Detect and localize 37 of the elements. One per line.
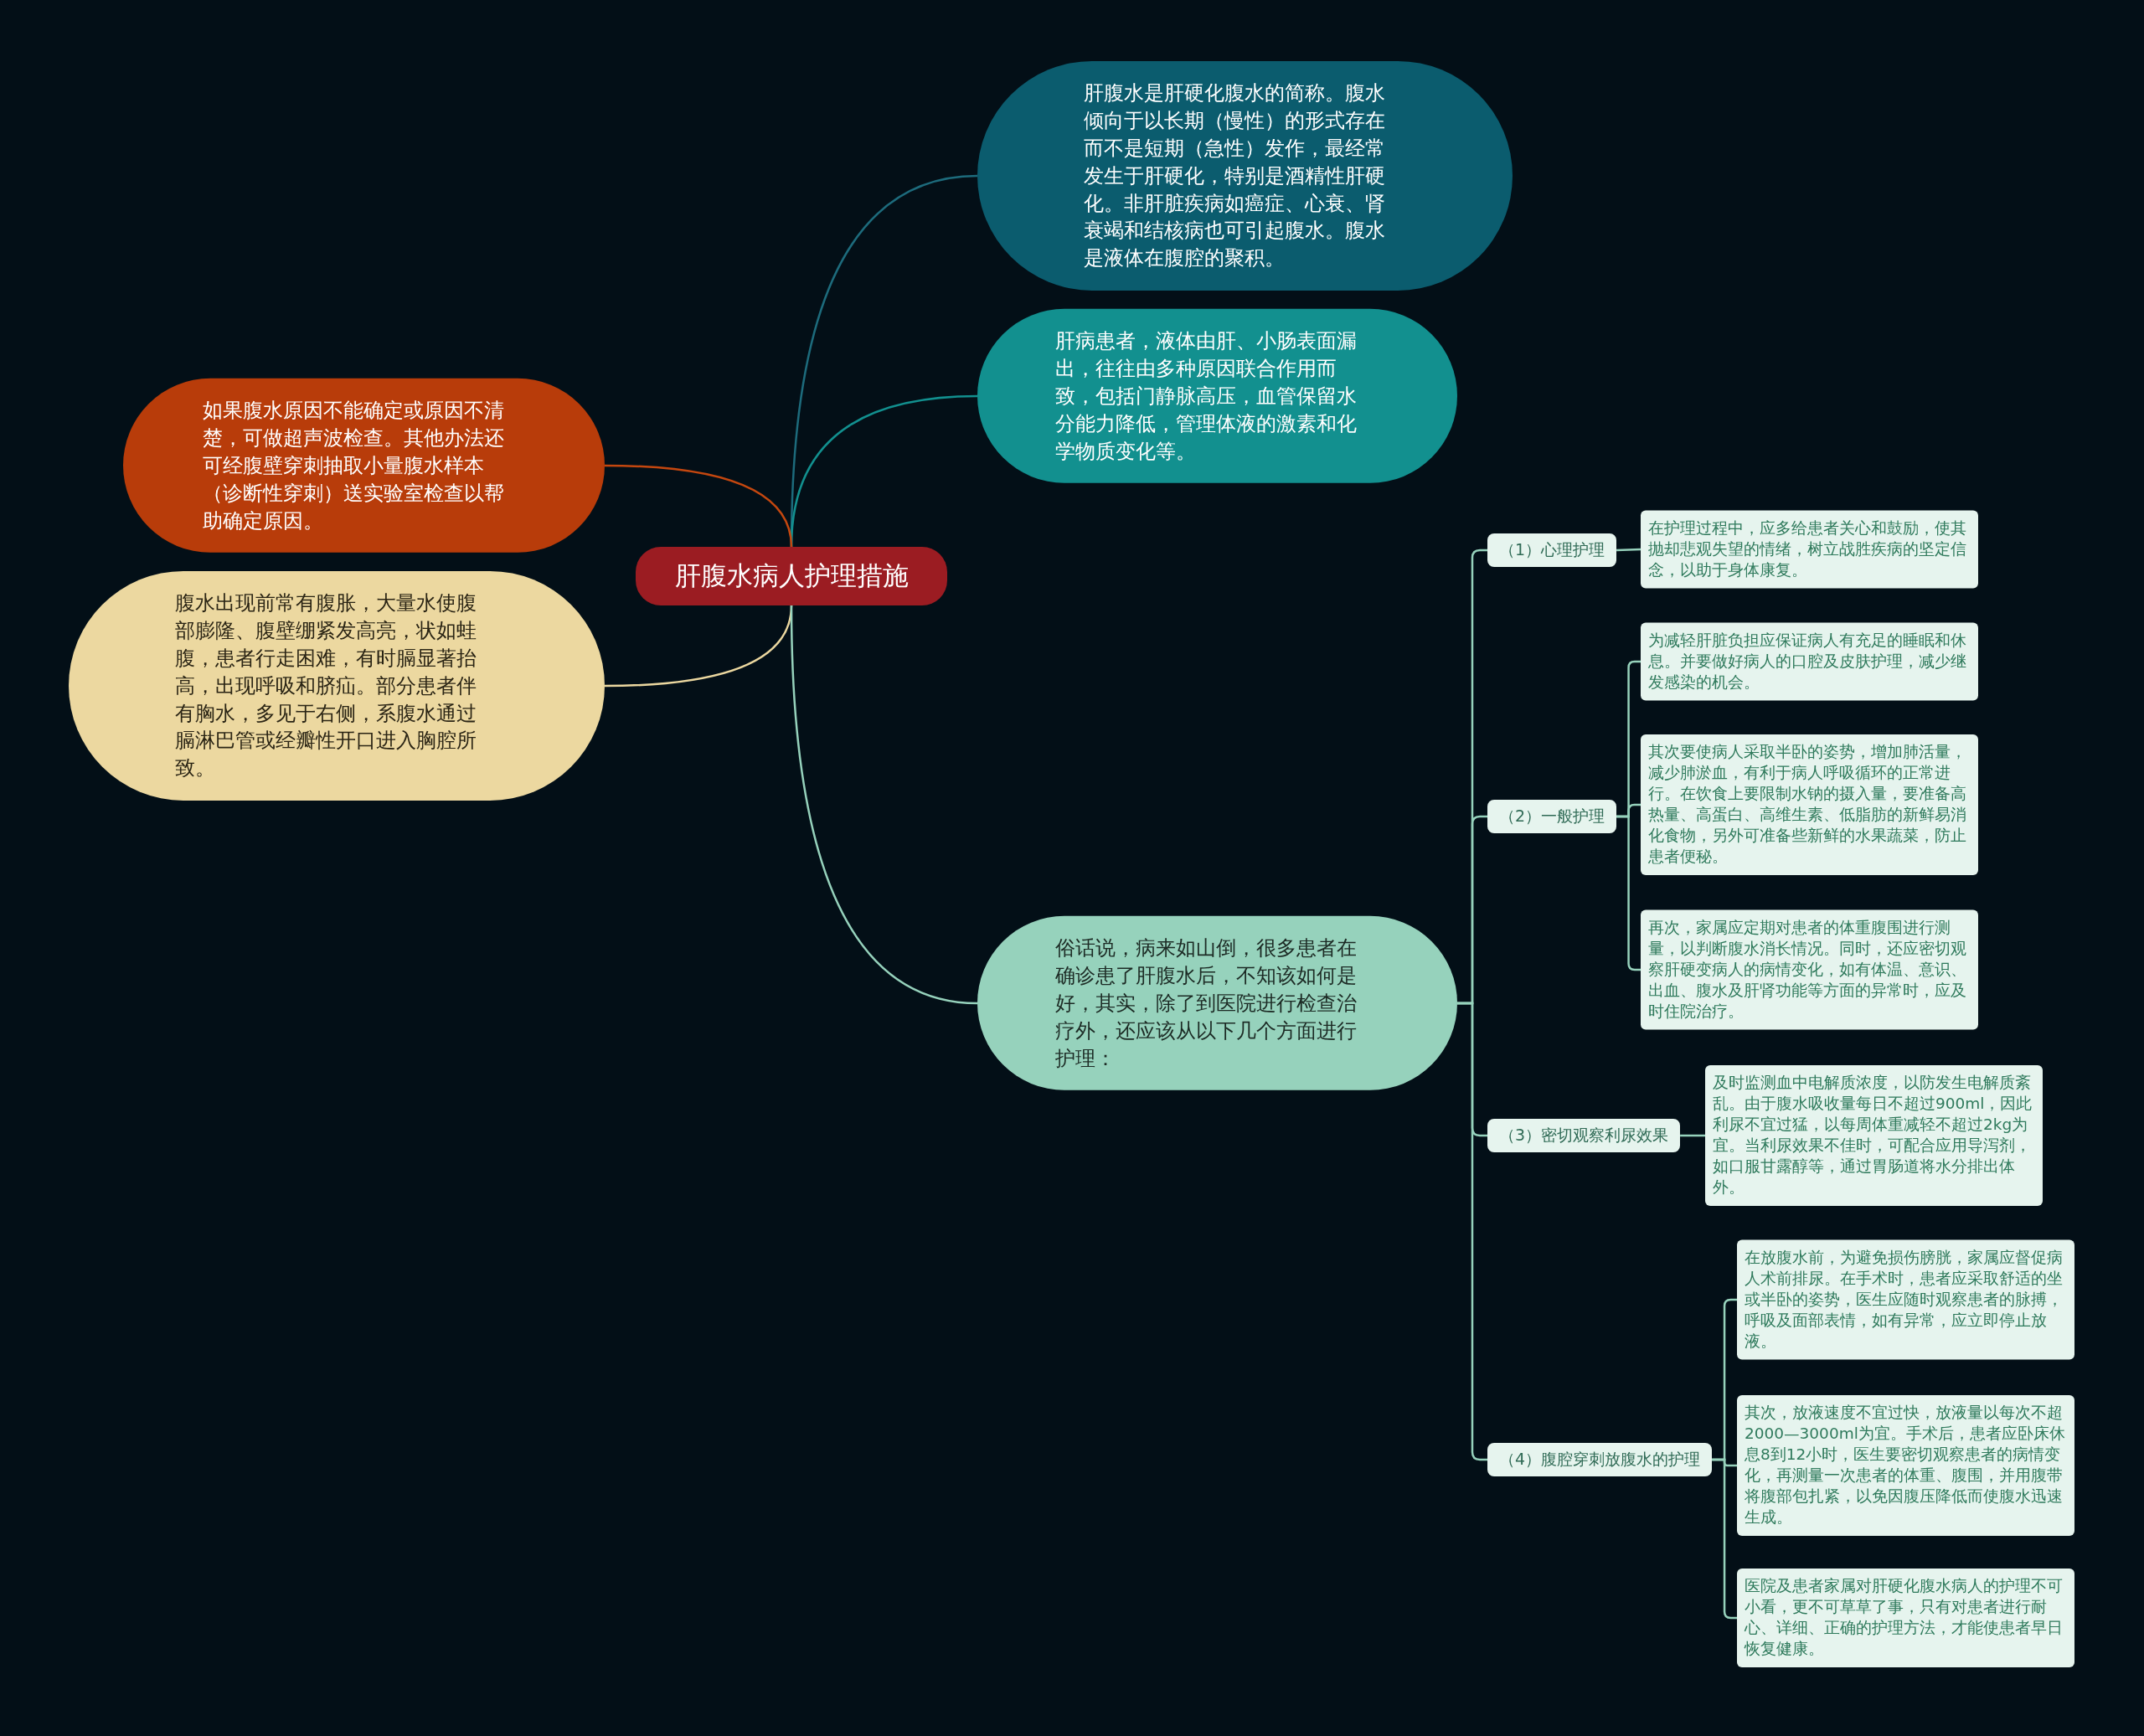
topic-text: （3）密切观察利尿效果 [1499,1125,1669,1146]
subtopic-label [1487,1443,1713,1476]
note-card [1641,510,1978,589]
subtopic-label [1487,800,1617,833]
topic-text: （2）一般护理 [1499,806,1605,827]
topic-text: 肝腹水病人护理措施 [673,559,910,592]
topic-text: 再次，家属应定期对患者的体重腹围进行测量，以判断腹水消长情况。同时，还应密切观察肝硬变病人的病情变化，如有体温、意识、出血、腹水及肝肾功能等方面的异常时，应及时住院治疗。 [1648,917,1967,1022]
note-card [1737,1395,2074,1536]
topic-text: 为减轻肝脏负担应保证病人有充足的睡眠和休息。并要做好病人的口腔及皮肤护理，减少继发感染的机会。 [1648,630,1967,693]
central-topic [636,547,947,605]
subtopic-label [1487,533,1617,567]
topic-text: 医院及患者家属对肝硬化腹水病人的护理不可小看，更不可草草了事，只有对患者进行耐心、详细、正确的护理方法，才能使患者早日恢复健康。 [1745,1576,2064,1659]
topic-text: 肝腹水是肝硬化腹水的简称。腹水倾向于以长期（慢性）的形式存在而不是短期（急性）发作，最经常发生于肝硬化，特别是酒精性肝硬化。非肝脏疾病如癌症、心衰、肾衰竭和结核病也可引起腹水。腹水是液体在腹腔的聚积。 [1084,80,1386,272]
connector-line [1616,815,1641,971]
topic-text: （4）腹腔穿刺放腹水的护理 [1499,1449,1701,1470]
note-card [1737,1239,2074,1360]
note-card [1705,1065,2043,1206]
note-card [1737,1569,2074,1667]
note-card [1641,622,1978,701]
topic-text: 肝病患者，液体由肝、小肠表面漏出，往往由多种原因联合作用而致，包括门静脉高压，血管保留水分能力降低，管理体液的激素和化学物质变化等。 [1055,327,1357,465]
connector-line [604,464,793,548]
connector-line [1680,1134,1705,1137]
topic-text: 在放腹水前，为避免损伤膀胱，家属应督促病人术前排尿。在手术时，患者应采取舒适的坐或半卧的姿势，医生应随时观察患者的脉搏，呼吸及面部表情，如有异常，应立即停止放液。 [1745,1247,2064,1352]
topic-text: 俗话说，病来如山倒，很多患者在确诊患了肝腹水后，不知该如何是好，其实，除了到医院进行检查治疗外，还应该从以下几个方面进行护理： [1055,935,1358,1072]
topic-text: 其次，放液速度不宜过快，放液量以每次不超2000—3000ml为宜。手术后，患者应卧床休息8到12小时，医生要密切观察患者的病情变化，再测量一次患者的体重、腹围，并用腹带将腹部包扎紧，以免因腹压降低而使腹水迅速生成。 [1745,1403,2066,1527]
connector-line [1616,548,1642,552]
connector-line [790,605,978,1005]
topic-text: 其次要使病人采取半卧的姿势，增加肺活量，减少肺淤血，有利于病人呼吸循环的正常进行。在饮食上要限制水钠的摄入量，要准备高热量、高蛋白、高维生素、低脂肪的新鲜易消化食物，另外可准备些新鲜的水果蔬菜，防止患者便秘。 [1648,742,1967,867]
connector-line [1457,1002,1487,1461]
subtopic-label [1487,1119,1681,1152]
topic-text: 腹水出现前常有腹胀，大量水使腹部膨隆、腹壁绷紧发高亮，状如蛙腹，患者行走困难，有时膈显著抬高，出现呼吸和脐疝。部分患者伴有胸水，多见于右侧，系腹水通过膈淋巴管或经瓣性开口进入胸腔所致。 [175,590,477,782]
topic-text: 如果腹水原因不能确定或原因不清楚，可做超声波检查。其他办法还可经腹壁穿刺抽取小量腹水样本（诊断性穿刺）送实验室检查以帮助确定原因。 [203,397,505,534]
topic-text: 及时监测血中电解质浓度，以防发生电解质紊乱。由于腹水吸收量每日不超过900ml，因此利尿不宜过猛，以每周体重减轻不超过2kg为宜。当利尿效果不佳时，可配合应用导泻剂，如口服甘露醇等，通过胃肠道将水分排出体外。 [1713,1073,2033,1198]
topic-text: 在护理过程中，应多给患者关心和鼓励，使其抛却悲观失望的情绪，树立战胜疾病的坚定信念，以助于身体康复。 [1648,518,1967,580]
note-card [1641,909,1978,1030]
note-card [1641,734,1978,875]
topic-text: （1）心理护理 [1499,539,1605,560]
